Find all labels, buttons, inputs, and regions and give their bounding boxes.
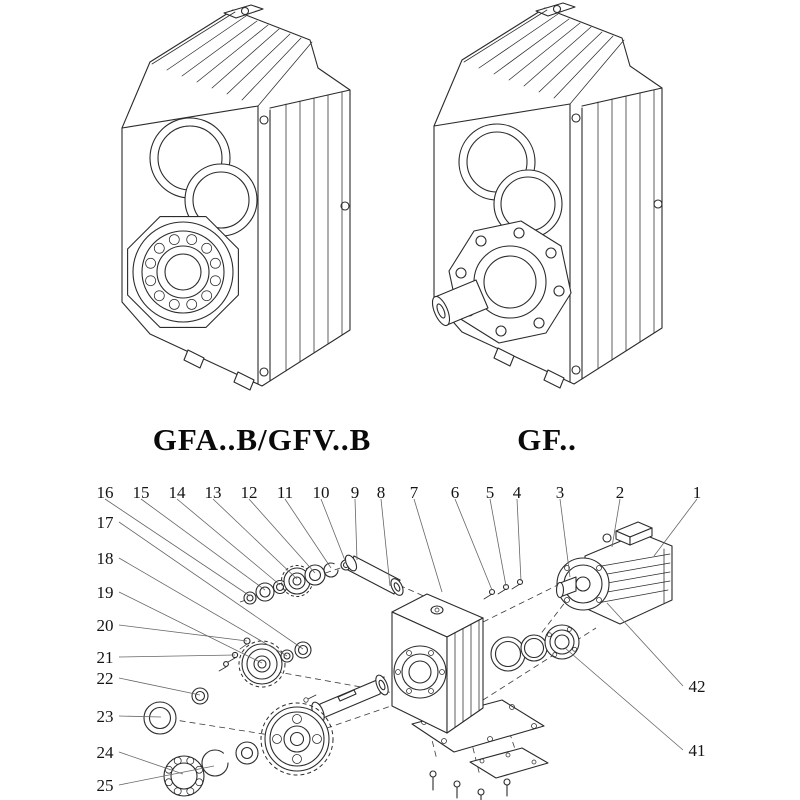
part-number-2: 2 <box>616 483 625 502</box>
leader-line-part-19 <box>118 591 263 664</box>
model-label-right: GF.. <box>517 422 577 457</box>
part-number-5: 5 <box>486 483 495 502</box>
exploded-parts-diagram <box>143 521 673 800</box>
lifting-lug <box>223 4 264 19</box>
leader-line-part-16 <box>104 498 251 597</box>
leader-line-part-11 <box>284 498 332 569</box>
leader-line-part-2 <box>611 498 621 548</box>
leader-line-part-17 <box>118 521 304 650</box>
part-number-21: 21 <box>97 648 114 667</box>
part-number-8: 8 <box>377 483 386 502</box>
part-number-10: 10 <box>313 483 330 502</box>
motor-flange <box>556 557 610 611</box>
part-number-12: 12 <box>241 483 258 502</box>
leader-line-part-1 <box>653 498 698 557</box>
leader-line-part-18 <box>118 557 288 657</box>
part-number-11: 11 <box>277 483 293 502</box>
dashed-alignment-lines <box>149 563 597 777</box>
leader-line-part-5 <box>489 498 507 587</box>
part-number-13: 13 <box>205 483 222 502</box>
part-number-9: 9 <box>351 483 360 502</box>
part-number-23: 23 <box>97 707 114 726</box>
leader-line-part-10 <box>320 498 347 564</box>
cooling-fins <box>151 11 313 107</box>
leader-line-part-41 <box>564 647 684 751</box>
output-bearing <box>163 755 205 797</box>
part-number-6: 6 <box>451 483 460 502</box>
part-number-15: 15 <box>133 483 150 502</box>
model-label-left: GFA..B/GFV..B <box>152 422 372 457</box>
leader-line-part-23 <box>118 715 162 718</box>
leader-line-part-14 <box>176 498 281 586</box>
leader-line-part-15 <box>140 498 266 591</box>
leader-line-part-22 <box>118 677 201 696</box>
cover-plate <box>469 747 549 779</box>
flange-bolt-holes <box>455 227 565 337</box>
gearbox-left-drawing <box>121 4 351 391</box>
leader-line-part-8 <box>380 498 391 587</box>
leader-line-part-20 <box>118 624 248 642</box>
flange-rings <box>490 624 580 672</box>
intermediate-shaft <box>315 676 385 722</box>
leader-line-part-4 <box>516 498 522 582</box>
part-number-41: 41 <box>689 741 706 760</box>
part-number-17: 17 <box>97 513 115 532</box>
lifting-lug <box>535 2 576 17</box>
leader-line-part-21 <box>118 654 236 658</box>
part-number-20: 20 <box>97 616 114 635</box>
mounting-foot <box>543 369 565 389</box>
intermediate-shaft-parts <box>218 637 389 723</box>
bearing-rollers <box>145 234 221 310</box>
part-number-7: 7 <box>410 483 419 502</box>
gearbox-right-drawing <box>431 2 663 389</box>
input-shaft-parts <box>243 554 404 605</box>
part-number-19: 19 <box>97 583 114 602</box>
cooling-fins <box>463 9 625 105</box>
part-number-14: 14 <box>169 483 187 502</box>
mounting-screws <box>429 770 511 800</box>
mounting-foot <box>493 347 515 367</box>
motor-drawing <box>555 521 673 625</box>
exploded-housing <box>391 593 484 734</box>
flange-bolts <box>483 578 524 600</box>
output-shaft <box>431 279 489 327</box>
part-number-1: 1 <box>693 483 702 502</box>
shaft-key <box>337 689 357 702</box>
part-number-18: 18 <box>97 549 114 568</box>
leader-line-part-13 <box>212 498 298 580</box>
leader-line-part-24 <box>118 751 184 775</box>
part-number-4: 4 <box>513 483 522 502</box>
leader-line-part-7 <box>413 498 443 593</box>
side-ribs <box>285 91 343 372</box>
oil-seal <box>143 701 177 735</box>
part-number-22: 22 <box>97 669 114 688</box>
leader-line-part-6 <box>454 498 493 591</box>
leader-line-part-42 <box>606 602 684 687</box>
part-number-42: 42 <box>689 677 706 696</box>
leader-line-part-25 <box>118 765 215 786</box>
mounting-foot <box>183 349 205 369</box>
circlip <box>201 749 229 777</box>
part-number-3: 3 <box>556 483 565 502</box>
eye-bolt <box>602 533 612 543</box>
part-number-16: 16 <box>97 483 114 502</box>
output-flange <box>448 220 572 344</box>
leader-line-part-12 <box>248 498 316 574</box>
circlip <box>323 562 339 578</box>
part-number-24: 24 <box>97 743 115 762</box>
leader-line-part-9 <box>354 498 358 561</box>
output-shaft-parts <box>143 687 334 797</box>
side-ribs <box>597 89 655 370</box>
mounting-foot <box>233 371 255 391</box>
leader-line-part-3 <box>559 498 571 578</box>
part-number-25: 25 <box>97 776 114 795</box>
